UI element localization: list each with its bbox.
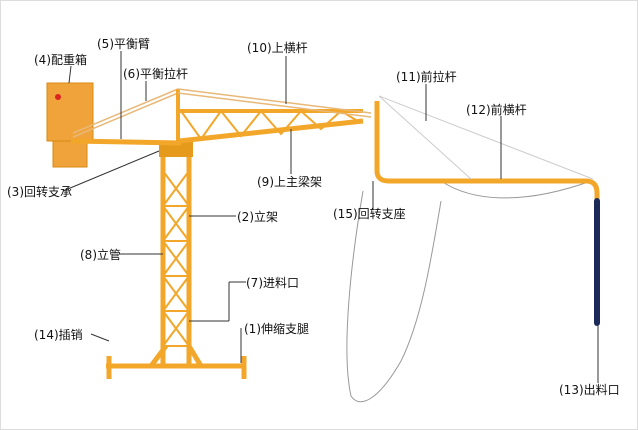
- label-pin: (14)插销: [34, 328, 83, 342]
- balance-arm: [70, 138, 182, 146]
- label-feed-inlet: (7)进料口: [246, 276, 299, 290]
- label-upper-crossbar: (10)上横杆: [247, 41, 308, 55]
- label-balance-tie-rod: (6)平衡拉杆: [123, 67, 188, 81]
- base-legs: [106, 344, 247, 379]
- mast-tower: [160, 156, 192, 366]
- label-telescopic-leg: (1)伸缩支腿: [244, 322, 309, 336]
- label-discharge-outlet: (13)出料口: [559, 383, 620, 397]
- label-front-crossbar: (12)前横杆: [466, 103, 527, 117]
- balance-tie-rods: [72, 88, 179, 138]
- main-boom-truss: [176, 89, 364, 144]
- hanging-rope: [346, 180, 592, 403]
- leader-lines: [62, 51, 599, 383]
- label-slewing-bearing: (3)回转支承: [7, 185, 72, 199]
- label-riser-pipe: (8)立管: [80, 248, 121, 262]
- label-front-tie-rod: (11)前拉杆: [396, 70, 457, 84]
- label-mast: (2)立架: [237, 210, 278, 224]
- label-balance-arm: (5)平衡臂: [97, 37, 150, 51]
- label-upper-main-beam: (9)上主梁架: [257, 175, 322, 189]
- counterweight-box: [46, 82, 94, 168]
- front-tie-rods: [378, 95, 594, 180]
- label-slewing-base: (15)回转支座: [333, 207, 406, 221]
- vertical-pipe-and-front-bar: [374, 101, 600, 206]
- label-counterweight-box: (4)配重箱: [34, 53, 87, 67]
- upper-crossbar: [177, 88, 372, 118]
